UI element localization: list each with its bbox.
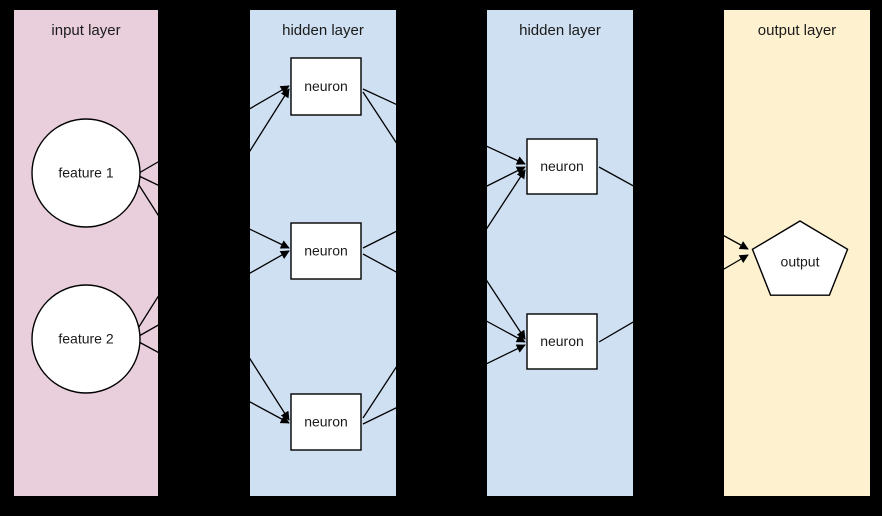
- node-label: output: [781, 254, 820, 270]
- layer-band-input: [14, 10, 158, 496]
- layer-title-hidden1: hidden layer: [282, 22, 364, 39]
- margin-mask-0: [0, 0, 882, 10]
- node-label: neuron: [304, 243, 348, 259]
- rect-shape: [290, 393, 362, 451]
- gap-mask-2: [396, 0, 487, 516]
- circle-shape: [31, 284, 141, 394]
- node-label: feature 1: [58, 165, 113, 181]
- rect-shape: [290, 57, 362, 116]
- gap-mask-3: [633, 0, 724, 516]
- layer-title-hidden2: hidden layer: [519, 22, 601, 39]
- node-input-0[interactable]: feature 1: [31, 118, 141, 228]
- gap-mask-4: [870, 0, 882, 516]
- node-label: neuron: [540, 158, 584, 174]
- node-hidden2-1[interactable]: neuron: [526, 313, 598, 370]
- rect-shape: [526, 313, 598, 370]
- margin-mask-1: [0, 496, 882, 516]
- rect-shape: [526, 138, 598, 195]
- node-label: feature 2: [58, 331, 113, 347]
- layer-title-output: output layer: [758, 22, 836, 39]
- circle-shape: [31, 118, 141, 228]
- node-hidden1-1[interactable]: neuron: [290, 222, 362, 280]
- node-hidden2-0[interactable]: neuron: [526, 138, 598, 195]
- rect-shape: [290, 222, 362, 280]
- node-label: neuron: [304, 78, 348, 94]
- gap-mask-0: [0, 0, 14, 516]
- node-hidden1-0[interactable]: neuron: [290, 57, 362, 116]
- layer-band-hidden2: [487, 10, 633, 496]
- node-output-0[interactable]: output: [751, 220, 849, 296]
- network-nodes: feature 1 feature 2 neuron neuron neuron neur…: [31, 57, 849, 451]
- pentagon-shape: [751, 220, 849, 296]
- node-input-1[interactable]: feature 2: [31, 284, 141, 394]
- node-hidden1-2[interactable]: neuron: [290, 393, 362, 451]
- node-label: neuron: [304, 414, 348, 430]
- layer-titles: input layer hidden layer hidden layer outpu…: [51, 22, 836, 39]
- node-label: neuron: [540, 333, 584, 349]
- layer-title-input: input layer: [51, 22, 120, 39]
- gap-mask-1: [158, 0, 250, 516]
